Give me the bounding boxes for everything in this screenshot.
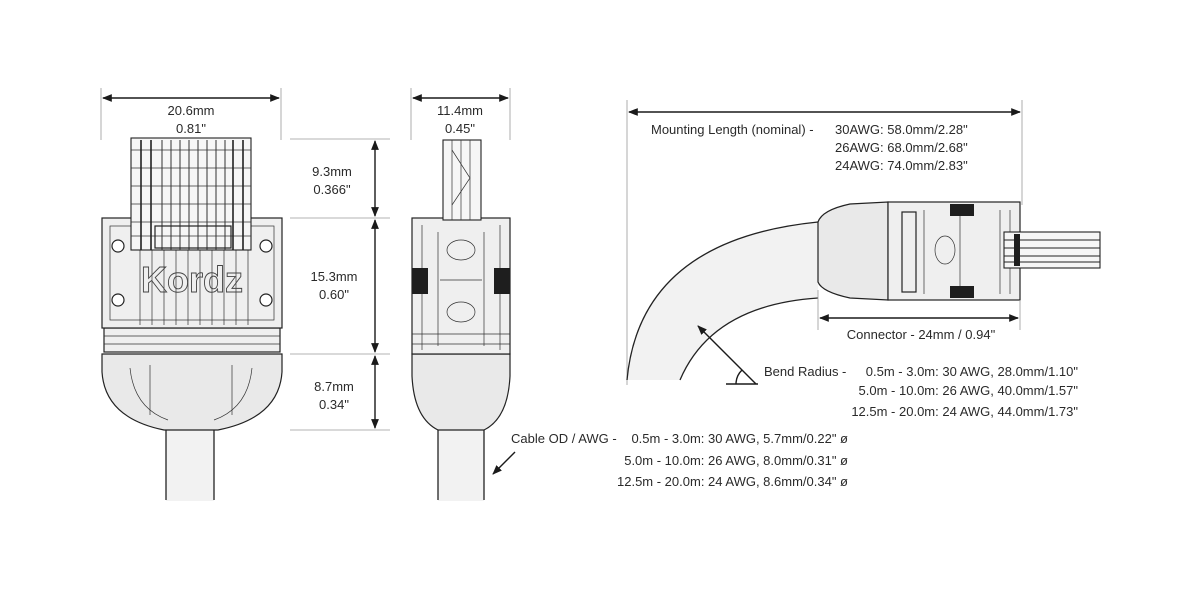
- front-view: 20.6mm 0.81": [100, 88, 283, 501]
- cable-od-arrow: [492, 451, 516, 475]
- side-width-mm: 11.4mm: [437, 103, 483, 118]
- h3-in: 0.34": [319, 397, 349, 412]
- bend-radius-arrow: [697, 325, 757, 385]
- side-boot: [411, 353, 511, 431]
- bend-radius-line-1: 0.5m - 3.0m: 30 AWG, 28.0mm/1.10": [866, 364, 1079, 379]
- cable-od-line-2: 5.0m - 10.0m: 26 AWG, 8.0mm/0.31" ø: [624, 453, 848, 468]
- front-width-mm: 20.6mm: [168, 103, 215, 118]
- bent-view: Mounting Length (nominal) - 30AWG: 58.0m…: [626, 100, 1101, 419]
- mounting-line-3: 24AWG: 74.0mm/2.83": [835, 158, 968, 173]
- h2-in: 0.60": [319, 287, 349, 302]
- front-boot: [101, 353, 283, 431]
- cable-od-callout: Cable OD / AWG - 0.5m - 3.0m: 30 AWG, 5.…: [492, 431, 848, 489]
- side-width-in: 0.45": [445, 121, 475, 136]
- bent-boot: [817, 201, 889, 301]
- kordz-logo: Kordz: [141, 259, 243, 300]
- cable-od-line-3: 12.5m - 20.0m: 24 AWG, 8.6mm/0.34" ø: [617, 474, 848, 489]
- bend-radius-line-3: 12.5m - 20.0m: 24 AWG, 44.0mm/1.73": [851, 404, 1078, 419]
- h3-mm: 8.7mm: [314, 379, 354, 394]
- bent-cable-outer: [626, 221, 819, 381]
- cable-od-line-1: 0.5m - 3.0m: 30 AWG, 5.7mm/0.22" ø: [631, 431, 848, 446]
- h1-in: 0.366": [313, 182, 351, 197]
- side-housing: [411, 217, 511, 355]
- connector-label: Connector - 24mm / 0.94": [847, 327, 996, 342]
- side-view: 11.4mm 0.45" 9.3mm 0.366" 15.3mm 0.60" 8…: [290, 88, 511, 501]
- mounting-label: Mounting Length (nominal) -: [651, 122, 814, 137]
- mounting-line-1: 30AWG: 58.0mm/2.28": [835, 122, 968, 137]
- bent-cable-inner: [679, 297, 819, 381]
- side-plug: [442, 139, 482, 221]
- cable-od-label: Cable OD / AWG -: [511, 431, 617, 446]
- h2-mm: 15.3mm: [311, 269, 358, 284]
- bend-radius-line-2: 5.0m - 10.0m: 26 AWG, 40.0mm/1.57": [859, 383, 1079, 398]
- bend-radius-label: Bend Radius -: [764, 364, 846, 379]
- bent-housing: [887, 201, 1021, 301]
- h1-mm: 9.3mm: [312, 164, 352, 179]
- front-collar: [103, 327, 281, 353]
- front-width-in: 0.81": [176, 121, 206, 136]
- mounting-line-2: 26AWG: 68.0mm/2.68": [835, 140, 968, 155]
